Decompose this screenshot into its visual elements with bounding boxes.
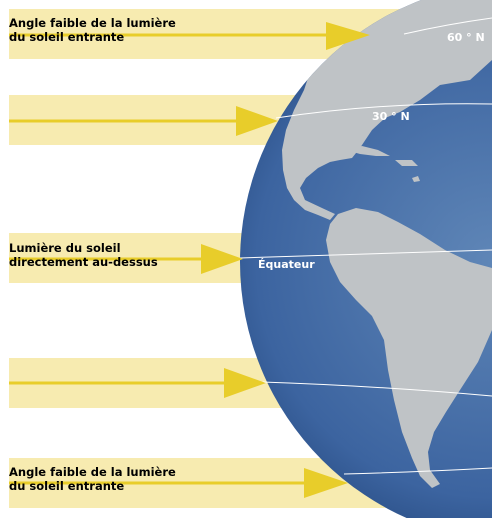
beam-label-top: Angle faible de la lumière du soleil ent… <box>9 16 176 44</box>
equator-line <box>239 249 492 259</box>
greenland <box>455 0 492 48</box>
latitude-30n-label: 30 ° N <box>372 110 410 123</box>
arrow-4 <box>9 368 266 398</box>
north-america <box>282 0 492 220</box>
south-america <box>326 208 492 488</box>
globe <box>239 0 492 518</box>
sunlight-arrows <box>9 22 370 498</box>
arrow-2 <box>9 106 278 136</box>
beam-label-equator: Lumière du soleil directement au-dessus <box>9 241 158 269</box>
beam-label-top-line2: du soleil entrante <box>9 30 125 44</box>
beam-label-bottom-line2: du soleil entrante <box>9 479 125 493</box>
arrow-3 <box>9 244 243 274</box>
beam-label-bottom: Angle faible de la lumière du soleil ent… <box>9 465 176 493</box>
latitude-60s-line <box>343 467 492 475</box>
beam-label-bottom-line1: Angle faible de la lumière <box>9 465 176 479</box>
latitude-60n-line <box>403 17 492 35</box>
latitude-30s-line <box>261 381 492 397</box>
beam-label-top-line1: Angle faible de la lumière <box>9 16 176 30</box>
caribbean-islands <box>346 146 420 182</box>
arrow-5 <box>9 468 348 498</box>
beam-label-equator-line1: Lumière du soleil <box>9 241 121 255</box>
equator-label: Équateur <box>258 258 315 271</box>
beam-label-equator-line2: directement au-dessus <box>9 255 158 269</box>
arrow-1 <box>9 22 370 50</box>
latitude-lines <box>239 17 492 475</box>
latitude-30n-line <box>275 103 492 119</box>
latitude-60n-label: 60 ° N <box>447 31 485 44</box>
